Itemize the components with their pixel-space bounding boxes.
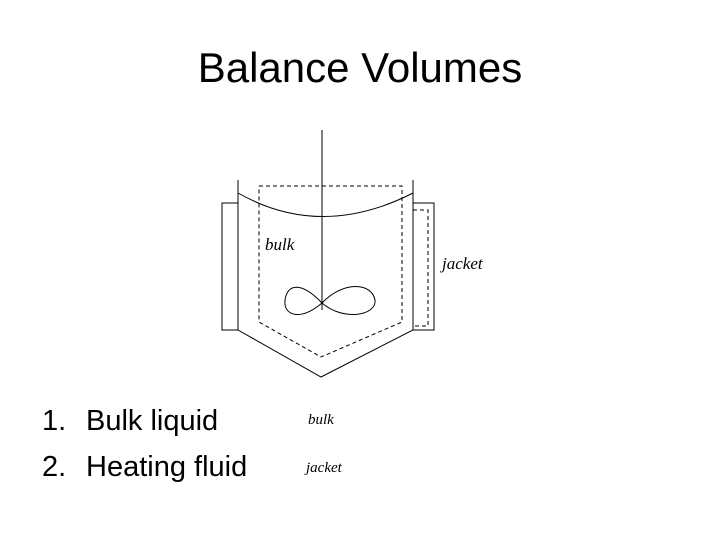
jacket-right-inner-wall bbox=[413, 209, 429, 327]
volume-list: 1. Bulk liquid 2. Heating fluid bbox=[42, 398, 247, 490]
liquid-surface bbox=[237, 192, 414, 217]
list-item: 2. Heating fluid bbox=[42, 444, 247, 490]
list-item-number: 1. bbox=[42, 405, 67, 437]
list-item-text: Bulk liquid bbox=[86, 405, 219, 437]
jacket-left-wall bbox=[221, 202, 238, 331]
legend-jacket-label: jacket bbox=[304, 460, 343, 476]
list-item-text: Heating fluid bbox=[86, 451, 248, 483]
jacket-right-outer-wall bbox=[413, 202, 435, 331]
bulk-label: bulk bbox=[265, 235, 295, 254]
impeller-left-blade bbox=[284, 286, 323, 315]
bulk-volume-boundary bbox=[258, 185, 403, 358]
vessel-wall bbox=[237, 180, 414, 378]
list-item-number: 2. bbox=[42, 451, 67, 483]
jacket-label: jacket bbox=[440, 254, 484, 273]
slide-title: Balance Volumes bbox=[197, 44, 523, 91]
impeller-right-blade bbox=[321, 286, 376, 316]
legend-bulk-label: bulk bbox=[308, 412, 334, 428]
list-item: 1. Bulk liquid bbox=[42, 398, 247, 444]
